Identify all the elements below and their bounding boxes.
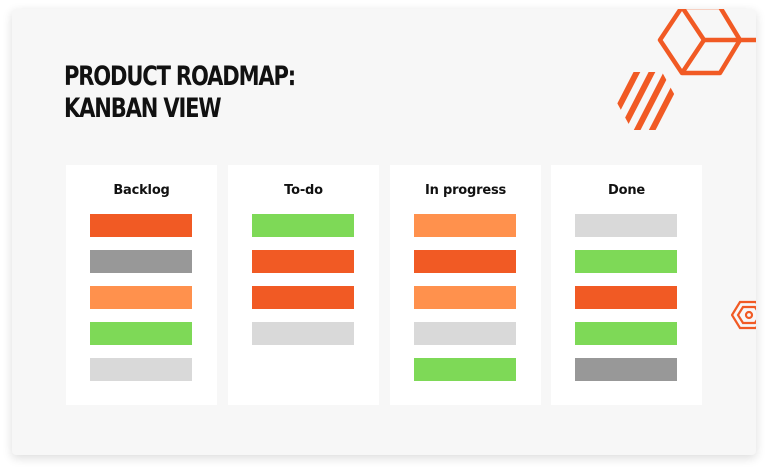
task-card[interactable] [252, 286, 354, 309]
page-title: PRODUCT ROADMAP: KANBAN VIEW [64, 61, 296, 125]
column-backlog: Backlog [66, 165, 217, 405]
task-card[interactable] [414, 286, 516, 309]
task-card[interactable] [90, 250, 192, 273]
nested-hexagon-icon [731, 300, 756, 330]
column-title: To-do [284, 183, 323, 198]
title-line-1: PRODUCT ROADMAP: [64, 61, 296, 92]
column-in-progress: In progress [390, 165, 541, 405]
task-card[interactable] [90, 322, 192, 345]
task-card[interactable] [90, 358, 192, 381]
task-card[interactable] [414, 250, 516, 273]
task-card[interactable] [575, 286, 677, 309]
task-card[interactable] [90, 286, 192, 309]
striped-hexagon-icon [616, 72, 678, 130]
task-card[interactable] [90, 214, 192, 237]
task-card[interactable] [414, 358, 516, 381]
task-card[interactable] [252, 322, 354, 345]
title-line-2: KANBAN VIEW [64, 93, 222, 124]
task-card[interactable] [414, 214, 516, 237]
column-todo: To-do [228, 165, 379, 405]
task-card[interactable] [252, 214, 354, 237]
task-card[interactable] [575, 322, 677, 345]
column-title: Backlog [113, 183, 170, 198]
column-title: Done [608, 183, 645, 198]
hexagon-cube-icon [657, 9, 756, 76]
task-card[interactable] [252, 250, 354, 273]
column-title: In progress [424, 183, 507, 198]
task-card[interactable] [575, 358, 677, 381]
task-card[interactable] [575, 250, 677, 273]
task-card[interactable] [575, 214, 677, 237]
task-card[interactable] [414, 322, 516, 345]
slide: PRODUCT ROADMAP: KANBAN VIEW [12, 9, 756, 455]
column-done: Done [551, 165, 702, 405]
